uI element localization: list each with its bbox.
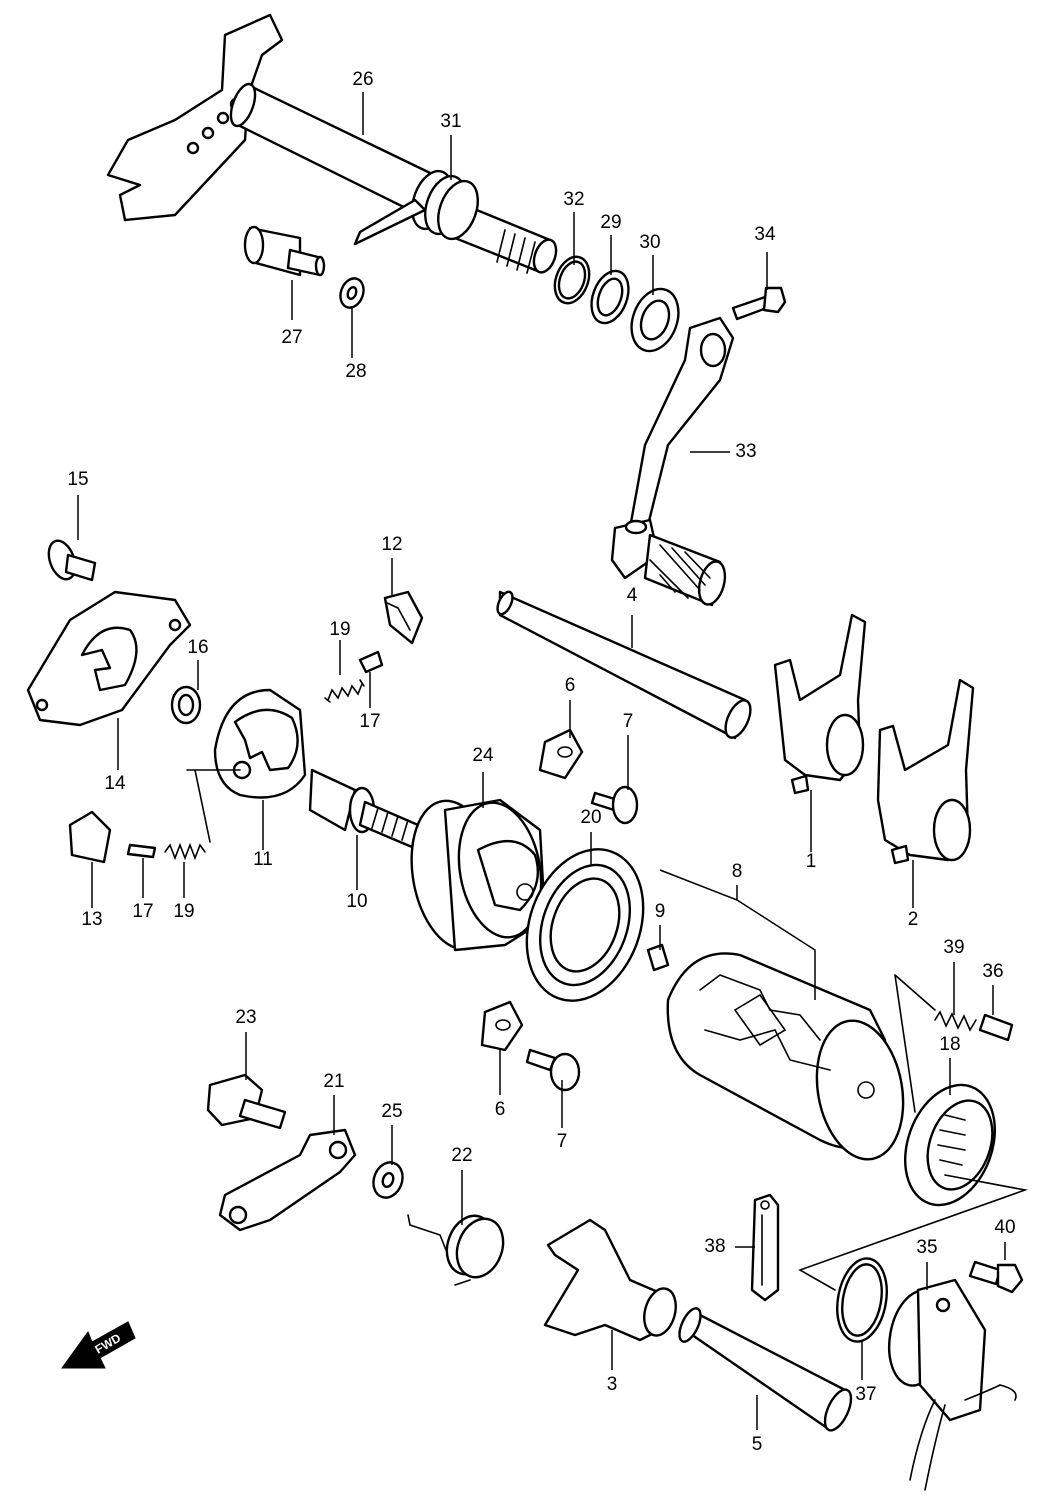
callout-3: 3 <box>607 1374 618 1395</box>
callout-11: 11 <box>253 849 273 870</box>
spring-part-19-lower[interactable] <box>164 842 206 861</box>
stopper-plate-part-14[interactable] <box>26 590 192 727</box>
callout-labels: 26 31 32 29 30 34 27 28 33 15 12 19 16 1… <box>67 69 1015 1455</box>
spring-part-39[interactable] <box>934 1010 977 1032</box>
callout-16: 16 <box>187 637 208 658</box>
bolt-part-27[interactable] <box>243 225 326 277</box>
callout-7-lower: 7 <box>557 1131 568 1152</box>
pin-part-17-upper[interactable] <box>358 650 384 674</box>
callout-26: 26 <box>352 69 373 90</box>
callout-17-upper: 17 <box>359 711 380 732</box>
callout-29: 29 <box>600 212 621 233</box>
callout-28: 28 <box>345 361 366 382</box>
callout-9: 9 <box>655 901 666 922</box>
callout-39: 39 <box>943 937 964 958</box>
shift-fork-part-3[interactable] <box>543 1218 681 1342</box>
gearshift-shaft-part-26[interactable] <box>106 13 560 275</box>
callout-27: 27 <box>281 327 302 348</box>
callout-6-lower: 6 <box>495 1099 506 1120</box>
o-ring-part-37[interactable] <box>831 1254 893 1345</box>
callout-17-lower: 17 <box>132 901 153 922</box>
pin-part-9[interactable] <box>646 943 670 972</box>
callout-4: 4 <box>627 585 638 606</box>
callout-6-upper: 6 <box>565 675 576 696</box>
stopper-part-12[interactable] <box>383 590 424 645</box>
callout-30: 30 <box>639 232 660 253</box>
pin-part-17-lower[interactable] <box>126 843 157 859</box>
bolt-part-40[interactable] <box>968 1260 1024 1294</box>
callout-31: 31 <box>440 111 461 132</box>
callout-2: 2 <box>908 909 919 930</box>
shift-fork-part-1[interactable] <box>773 613 867 795</box>
callout-40: 40 <box>994 1217 1015 1238</box>
stopper-arm-part-21[interactable] <box>218 1128 357 1232</box>
fork-shaft-part-5[interactable] <box>675 1305 856 1434</box>
group-lines <box>186 769 1029 1291</box>
callout-25: 25 <box>381 1101 402 1122</box>
washer-part-25[interactable] <box>369 1158 408 1201</box>
callout-7-upper: 7 <box>623 711 634 732</box>
stopper-part-13[interactable] <box>68 810 112 864</box>
shift-fork-part-2[interactable] <box>876 678 975 865</box>
screw-part-7-lower[interactable] <box>525 1048 581 1092</box>
gear-position-switch-part-35[interactable] <box>882 1278 1017 1491</box>
bolt-part-10[interactable] <box>308 768 420 849</box>
oil-seal-part-30[interactable] <box>623 282 686 357</box>
callout-33: 33 <box>735 441 756 462</box>
callout-19-upper: 19 <box>329 619 350 640</box>
callout-14: 14 <box>104 773 126 794</box>
fwd-arrow-icon: FWD <box>61 1321 136 1369</box>
spring-part-22[interactable] <box>407 1209 511 1286</box>
guide-part-6-upper[interactable] <box>538 728 584 780</box>
pin-part-36[interactable] <box>978 1013 1014 1042</box>
callout-36: 36 <box>982 961 1003 982</box>
circlip-part-32[interactable] <box>549 252 595 308</box>
callout-24: 24 <box>472 745 494 766</box>
callout-10: 10 <box>346 891 367 912</box>
collar-part-16[interactable] <box>170 685 202 725</box>
spring-part-19-upper[interactable] <box>324 679 365 703</box>
return-spring-part-31[interactable] <box>353 166 485 246</box>
washer-part-29[interactable] <box>585 266 635 328</box>
leader-lines <box>77 92 1006 1430</box>
bearing-part-20[interactable] <box>507 833 664 1017</box>
guide-part-38[interactable] <box>750 1193 780 1302</box>
callout-8: 8 <box>732 861 743 882</box>
screw-part-15[interactable] <box>44 537 97 583</box>
shift-cam-part-24[interactable] <box>401 794 552 956</box>
callout-38: 38 <box>704 1236 725 1257</box>
bearing-part-18[interactable] <box>889 1072 1010 1217</box>
callout-34: 34 <box>754 224 776 245</box>
callout-37: 37 <box>855 1384 876 1405</box>
callout-5: 5 <box>752 1434 763 1455</box>
callout-13: 13 <box>81 909 102 930</box>
callout-12: 12 <box>381 534 402 555</box>
screw-part-7-upper[interactable] <box>590 785 639 825</box>
callout-20: 20 <box>580 807 601 828</box>
callout-1: 1 <box>806 851 817 872</box>
cam-stopper-part-11[interactable] <box>213 688 307 799</box>
callout-21: 21 <box>323 1071 344 1092</box>
fork-shaft-part-4[interactable] <box>494 590 755 742</box>
callout-19-lower: 19 <box>173 901 194 922</box>
callout-22: 22 <box>451 1145 472 1166</box>
guide-part-6-lower[interactable] <box>480 1000 524 1052</box>
bolt-part-34[interactable] <box>731 286 787 321</box>
washer-part-28[interactable] <box>337 275 368 311</box>
gearshift-lever-part-33[interactable] <box>610 316 735 607</box>
callout-35: 35 <box>916 1237 937 1258</box>
shift-drum-part-8[interactable] <box>666 952 914 1166</box>
callout-18: 18 <box>939 1034 960 1055</box>
bolt-part-23[interactable] <box>206 1073 287 1130</box>
callout-32: 32 <box>563 189 584 210</box>
callout-15: 15 <box>67 469 88 490</box>
callout-23: 23 <box>235 1007 256 1028</box>
